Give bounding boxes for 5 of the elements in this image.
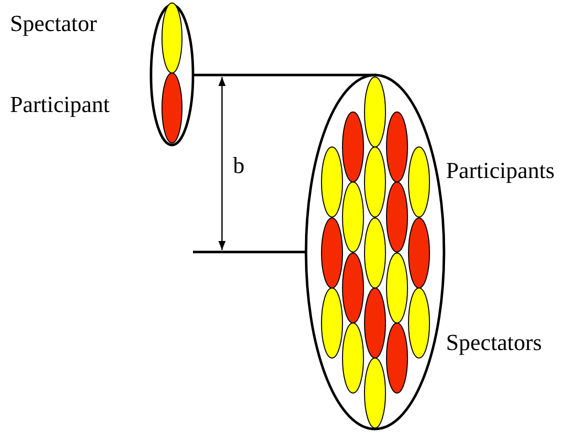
particle-label: Participant bbox=[10, 93, 110, 116]
particle-label: Spectator bbox=[10, 12, 97, 35]
region-label: Participants bbox=[446, 159, 555, 182]
dimension-label: b bbox=[233, 154, 244, 177]
region-label: Spectators bbox=[446, 331, 542, 354]
